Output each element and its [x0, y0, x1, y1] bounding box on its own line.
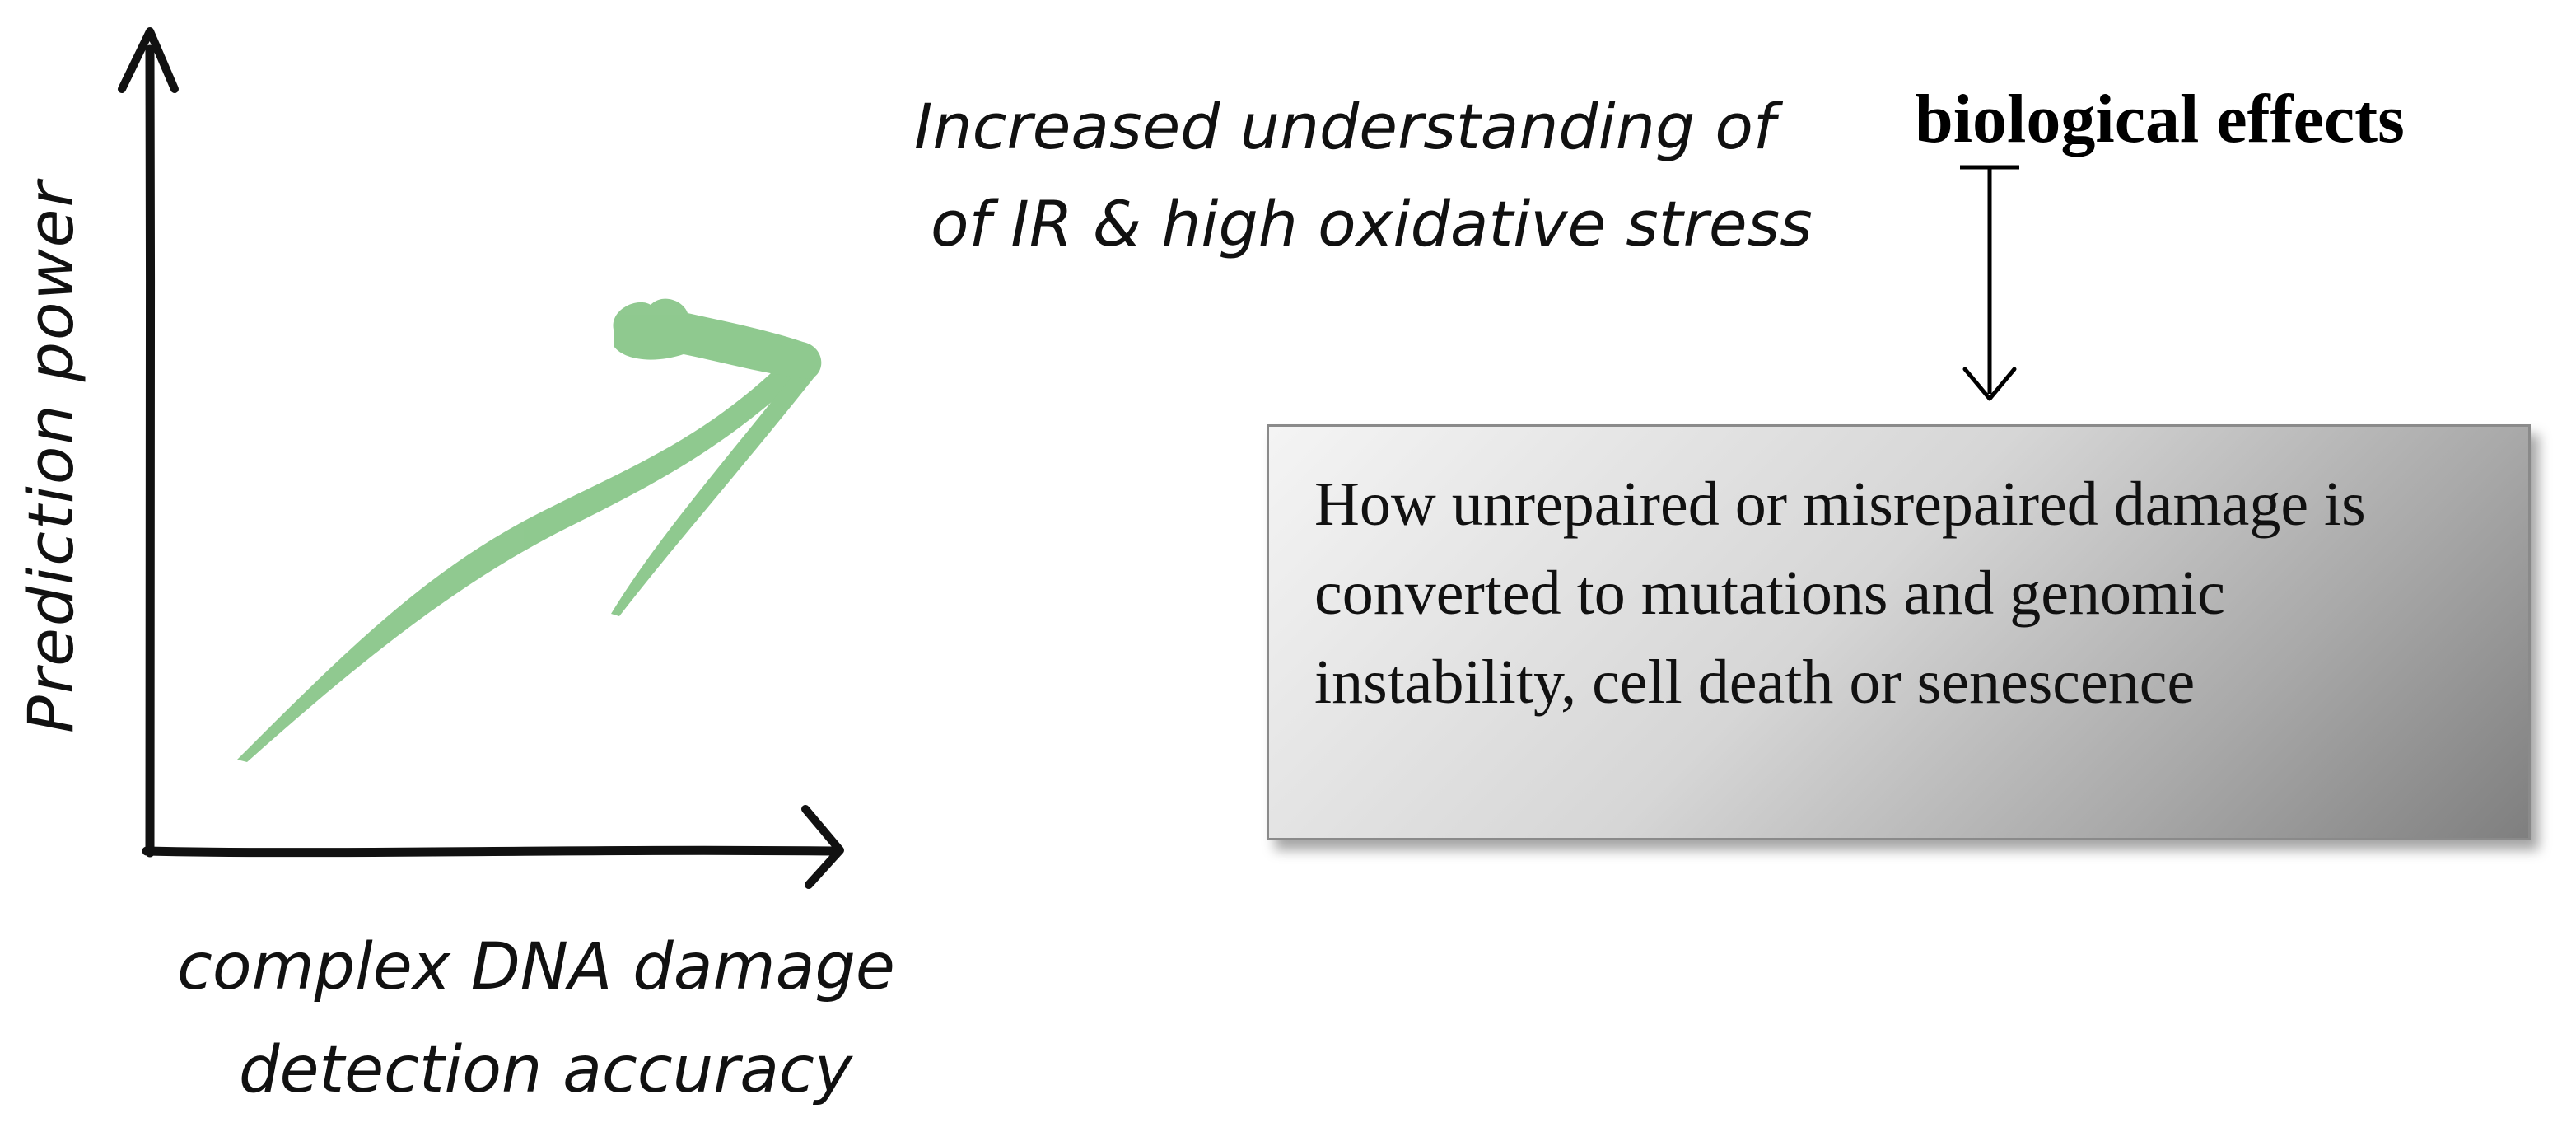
x-axis: [142, 845, 837, 858]
chart-axes: [118, 27, 844, 889]
trend-arrow-lower-barb: [611, 363, 819, 616]
outcome-text: How unrepaired or misrepaired damage is …: [1314, 470, 2366, 717]
heading-line2: of IR & high oxidative stress: [931, 187, 1813, 260]
upward-trend-arrow-icon: [237, 298, 822, 762]
down-arrow-icon: [1960, 165, 2019, 401]
x-axis-label-line2: detection accuracy: [239, 1033, 854, 1107]
y-axis: [144, 44, 156, 858]
heading-line1-emphasis: biological effects: [1915, 81, 2405, 157]
y-axis-label: Prediction power: [14, 178, 87, 733]
y-axis-arrowhead: [118, 27, 179, 93]
x-axis-label-line1: complex DNA damage: [177, 930, 895, 1004]
x-axis-arrowhead: [801, 805, 844, 889]
trend-arrow-shaft: [237, 354, 811, 762]
outcome-box: How unrepaired or misrepaired damage is …: [1267, 424, 2531, 840]
trend-arrow-upper-barb: [613, 298, 822, 379]
heading-line1-prefix: Increased understanding of: [914, 90, 1784, 163]
